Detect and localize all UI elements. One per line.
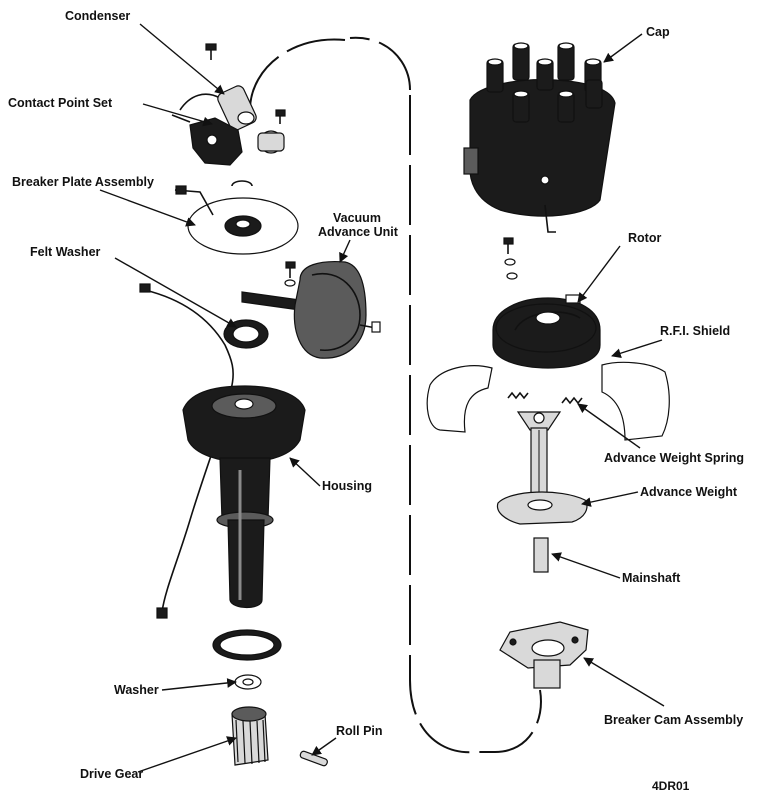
leader-cap	[603, 33, 643, 63]
label-breaker-plate-assembly: Breaker Plate Assembly	[12, 175, 154, 189]
label-advance-weight-spring: Advance Weight Spring	[604, 451, 744, 465]
rfi-shield-right-part	[601, 361, 670, 441]
leader-condenser	[139, 23, 225, 95]
gasket-ring-part	[212, 629, 282, 661]
breaker-plate-assembly-part	[174, 180, 299, 255]
leader-mainshaft	[551, 552, 621, 579]
label-condenser: Condenser	[65, 9, 130, 23]
label-vacuum-advance-unit-line2: Advance Unit	[318, 225, 399, 239]
leader-rotor	[577, 245, 621, 303]
label-rotor: Rotor	[628, 231, 661, 245]
leader-felt-washer	[114, 257, 237, 328]
label-breaker-cam-assembly: Breaker Cam Assembly	[604, 713, 743, 727]
assembly-path-line	[249, 36, 542, 754]
screw-part	[503, 237, 518, 280]
roll-pin-part	[299, 750, 328, 767]
leader-breaker-cam-assembly	[583, 657, 665, 707]
mainshaft-part	[516, 411, 562, 501]
label-drive-gear: Drive Gear	[80, 767, 143, 781]
leader-housing	[289, 457, 321, 487]
label-contact-point-set: Contact Point Set	[8, 96, 113, 110]
leader-breaker-plate-assembly	[99, 189, 196, 227]
leader-vacuum-advance-unit	[339, 239, 351, 263]
figure-id: 4DR01	[652, 779, 690, 793]
vacuum-advance-unit-part	[241, 260, 381, 359]
mainshaft-tip-part	[533, 537, 549, 573]
screw-part	[205, 43, 217, 60]
contact-point-set-part	[171, 114, 285, 166]
label-mainshaft: Mainshaft	[622, 571, 681, 585]
leader-advance-weight	[581, 491, 639, 507]
label-washer: Washer	[114, 683, 159, 697]
label-rfi-shield: R.F.I. Shield	[660, 324, 730, 338]
leader-advance-weight-spring	[577, 403, 641, 449]
leader-rfi-shield	[611, 339, 663, 358]
advance-weight-spring-part	[507, 391, 583, 405]
rotor-part	[492, 294, 601, 369]
label-felt-washer: Felt Washer	[30, 245, 101, 259]
wire-terminal	[139, 283, 151, 293]
condenser-part	[179, 85, 257, 131]
label-cap: Cap	[646, 25, 670, 39]
housing-part	[182, 385, 306, 609]
drive-gear-part	[231, 706, 269, 766]
leader-roll-pin	[311, 737, 337, 756]
label-housing: Housing	[322, 479, 372, 493]
breaker-cam-assembly-part	[499, 621, 589, 689]
label-roll-pin: Roll Pin	[336, 724, 383, 738]
leader-washer	[161, 678, 237, 691]
distributor-cap-part	[463, 42, 616, 233]
washer-part	[234, 674, 262, 690]
leader-drive-gear	[137, 736, 237, 773]
screw-part	[284, 261, 296, 287]
label-vacuum-advance-unit-line1: Vacuum	[333, 211, 381, 225]
wire-terminal	[156, 607, 168, 619]
screw-part	[275, 109, 286, 124]
label-advance-weight: Advance Weight	[640, 485, 738, 499]
advance-weight-part	[496, 491, 588, 525]
rfi-shield-left-part	[426, 365, 493, 433]
leader-contact-point-set	[142, 103, 213, 127]
